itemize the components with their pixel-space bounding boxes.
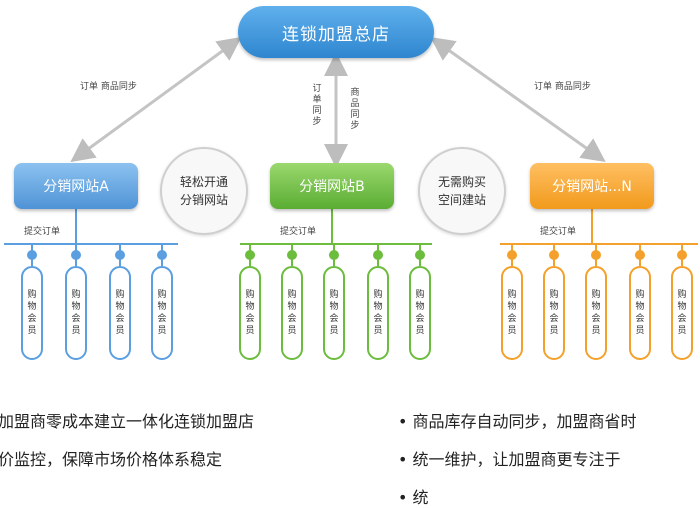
member-b-3: 购物会员 xyxy=(323,266,345,360)
member-n-2: 购物会员 xyxy=(543,266,565,360)
site-a-node: 分销网站A xyxy=(14,163,138,209)
submit-order-label-n: 提交订单 xyxy=(540,227,577,237)
member-label: 购物会员 xyxy=(415,290,425,336)
member-label: 购物会员 xyxy=(635,290,645,336)
feature-circle-right: 无需购买 空间建站 xyxy=(418,147,506,235)
member-label: 购物会员 xyxy=(373,290,383,336)
site-a-label: 分销网站A xyxy=(43,179,109,195)
member-b-5: 购物会员 xyxy=(409,266,431,360)
member-a-2: 购物会员 xyxy=(65,266,87,360)
flow-label-mid-left: 订单同步 xyxy=(312,84,322,127)
member-label: 购物会员 xyxy=(27,290,37,336)
bullet-right-3: • 统 xyxy=(398,488,429,507)
site-n-node: 分销网站...N xyxy=(530,163,654,209)
circle-right-line-2: 空间建站 xyxy=(437,193,486,207)
site-b-label: 分销网站B xyxy=(299,179,365,195)
arrow-hq-site-a xyxy=(70,36,242,163)
member-n-5: 购物会员 xyxy=(671,266,693,360)
hq-node: 连锁加盟总店 xyxy=(238,6,434,58)
member-label: 购物会员 xyxy=(115,290,125,336)
circle-left-line-1: 轻松开通 xyxy=(179,175,228,189)
member-n-3: 购物会员 xyxy=(585,266,607,360)
dots-site-b xyxy=(245,250,425,260)
bullet-left-1: 加盟商零成本建立一体化连锁加盟店 xyxy=(0,412,255,431)
circle-right-line-1: 无需购买 xyxy=(437,175,486,189)
member-b-2: 购物会员 xyxy=(281,266,303,360)
dots-site-n xyxy=(507,250,687,260)
connector-lines xyxy=(4,36,698,266)
bullet-left-2: 价监控，保障市场价格体系稳定 xyxy=(0,450,223,469)
member-label: 购物会员 xyxy=(245,290,255,336)
member-label: 购物会员 xyxy=(549,290,559,336)
flow-label-mid-right: 商品同步 xyxy=(350,88,360,131)
member-a-4: 购物会员 xyxy=(151,266,173,360)
bullet-right-2: • 统一维护，让加盟商更专注于 xyxy=(398,450,621,469)
arrow-hq-site-n xyxy=(430,37,606,162)
member-b-4: 购物会员 xyxy=(367,266,389,360)
flow-label-left: 订单 商品同步 xyxy=(80,82,137,92)
hq-title: 连锁加盟总店 xyxy=(282,24,390,45)
member-n-4: 购物会员 xyxy=(629,266,651,360)
member-label: 购物会员 xyxy=(507,290,517,336)
member-label: 购物会员 xyxy=(677,290,687,336)
member-b-1: 购物会员 xyxy=(239,266,261,360)
submit-order-label-b: 提交订单 xyxy=(280,227,317,237)
site-n-label: 分销网站...N xyxy=(552,179,632,195)
site-b-node: 分销网站B xyxy=(270,163,394,209)
member-a-3: 购物会员 xyxy=(109,266,131,360)
member-label: 购物会员 xyxy=(329,290,339,336)
feature-circle-left: 轻松开通 分销网站 xyxy=(160,147,248,235)
member-a-1: 购物会员 xyxy=(21,266,43,360)
member-label: 购物会员 xyxy=(591,290,601,336)
member-label: 购物会员 xyxy=(157,290,167,336)
circle-left-line-2: 分销网站 xyxy=(179,193,228,207)
dots-site-a xyxy=(27,250,167,260)
flow-label-right: 订单 商品同步 xyxy=(534,82,591,92)
submit-order-label-a: 提交订单 xyxy=(24,227,61,237)
member-n-1: 购物会员 xyxy=(501,266,523,360)
member-label: 购物会员 xyxy=(71,290,81,336)
member-label: 购物会员 xyxy=(287,290,297,336)
bullet-right-1: • 商品库存自动同步，加盟商省时 xyxy=(398,412,637,431)
